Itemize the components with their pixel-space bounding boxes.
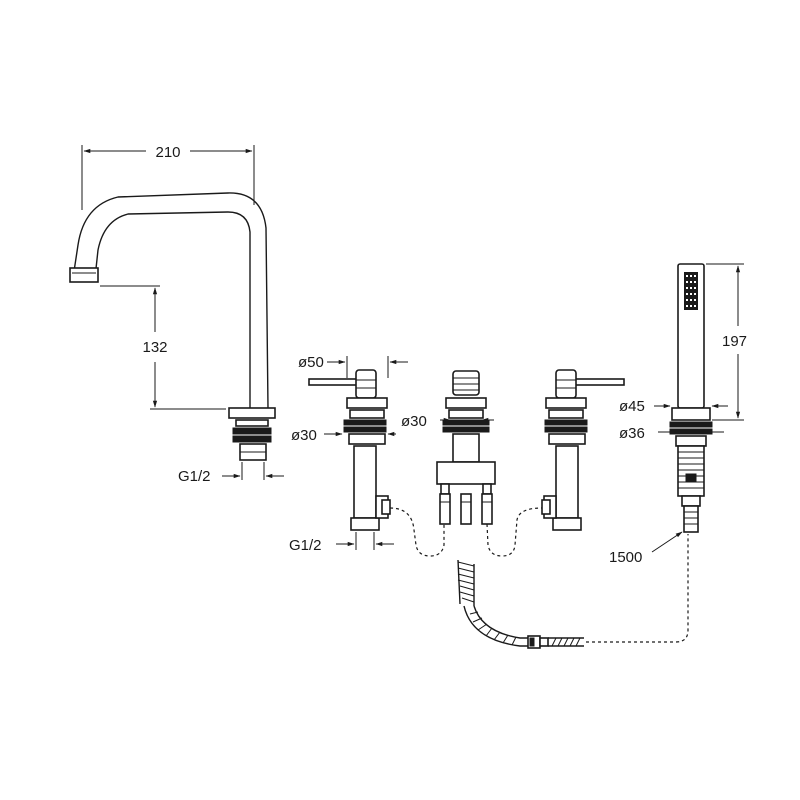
dimension-valve-thread: G1/2 bbox=[289, 532, 394, 554]
spout-outlet bbox=[69, 267, 99, 283]
shower-hose bbox=[457, 534, 689, 649]
spout-thread-label: G1/2 bbox=[178, 468, 211, 485]
dimension-handle: ø50 bbox=[298, 354, 408, 378]
handset-base-label: ø45 bbox=[619, 398, 645, 415]
hose-length-label: 1500 bbox=[609, 549, 642, 566]
connection-pipes bbox=[389, 507, 543, 557]
right-valve bbox=[541, 369, 625, 531]
handset-shank-label: ø36 bbox=[619, 425, 645, 442]
left-valve bbox=[308, 369, 391, 531]
valve-thread-label: G1/2 bbox=[289, 537, 322, 554]
spout-flange bbox=[228, 407, 276, 419]
dimension-left-valve-body: ø30 bbox=[291, 427, 396, 444]
dimension-diverter-body: ø30 bbox=[401, 413, 494, 430]
spout-reach-label: 210 bbox=[155, 144, 180, 161]
hand-shower bbox=[669, 263, 713, 533]
spray-face bbox=[684, 272, 698, 310]
dimension-spout-thread: G1/2 bbox=[178, 462, 284, 485]
dimension-spout-height: 132 bbox=[100, 285, 226, 410]
handset-length-label: 197 bbox=[722, 333, 747, 350]
dimension-hose-length: 1500 bbox=[609, 531, 683, 566]
diverter-body-label: ø30 bbox=[401, 413, 427, 430]
hose-coil bbox=[457, 559, 475, 606]
spout-height-label: 132 bbox=[142, 339, 167, 356]
left-valve-body-label: ø30 bbox=[291, 427, 317, 444]
dimension-spout-reach: 210 bbox=[81, 144, 255, 210]
spout bbox=[69, 192, 276, 461]
dimension-handset-base: ø45 bbox=[619, 398, 728, 415]
handle-length-label: ø50 bbox=[298, 354, 324, 371]
centre-diverter bbox=[436, 370, 496, 525]
dimension-handset-shank: ø36 bbox=[619, 425, 724, 442]
dimension-handset-length: 197 bbox=[706, 263, 747, 421]
